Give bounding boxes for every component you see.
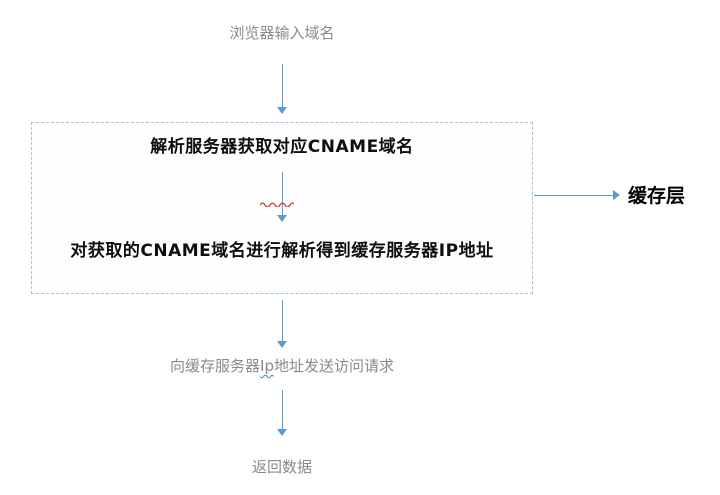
node-step2-label: 对获取的CNAME域名进行解析得到缓存服务器IP地址 xyxy=(70,241,494,261)
node-step1-label: 解析服务器获取对应CNAME域名 xyxy=(150,137,414,157)
arrow-head-icon xyxy=(277,341,287,348)
arrow-box-to-cache-layer xyxy=(534,190,620,201)
arrow-head-icon xyxy=(277,429,287,436)
node-end-label: 返回数据 xyxy=(251,458,312,476)
arrow-step1-to-step2 xyxy=(277,172,288,222)
arrow-start-to-box xyxy=(277,64,288,114)
request-text-prefix: 向缓存服务器 xyxy=(170,357,261,375)
node-request-label: 向缓存服务器Ip地址发送访问请求 xyxy=(107,357,457,377)
arrow-shaft xyxy=(281,300,284,342)
arrow-head-icon xyxy=(613,190,620,200)
red-spellcheck-squiggle-icon xyxy=(260,202,294,207)
arrow-request-to-end xyxy=(277,390,288,436)
node-start-label: 浏览器输入域名 xyxy=(229,24,335,42)
arrow-shaft xyxy=(534,194,614,197)
request-text-suffix: 地址发送访问请求 xyxy=(273,357,394,375)
arrow-shaft xyxy=(281,172,284,216)
node-cache-layer-label: 缓存层 xyxy=(628,185,686,207)
arrow-shaft xyxy=(281,64,284,108)
request-text-ip: Ip xyxy=(260,357,274,375)
arrow-shaft xyxy=(281,390,284,430)
arrow-head-icon xyxy=(277,215,287,222)
arrow-box-to-request xyxy=(277,300,288,348)
arrow-head-icon xyxy=(277,107,287,114)
